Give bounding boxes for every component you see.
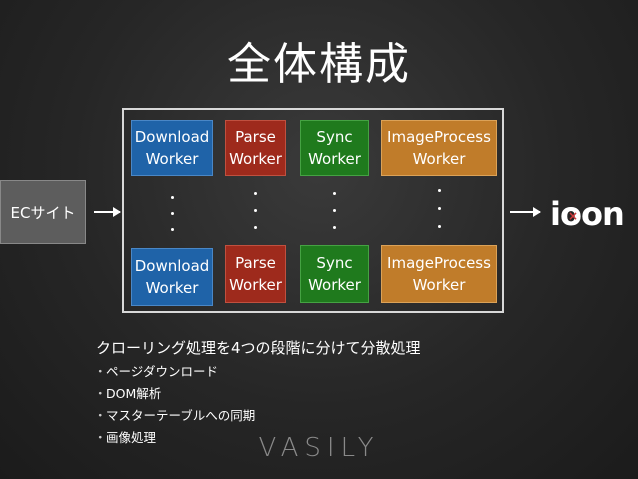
bullet-list: ・ページダウンロード ・DOM解析 ・マスターテーブルへの同期 ・画像処理 — [94, 361, 255, 449]
ellipsis-dot — [438, 225, 441, 228]
list-item-text: マスターテーブルへの同期 — [106, 408, 256, 423]
image-worker-label: ImageProcess — [387, 254, 491, 272]
parse-worker-label: Parse — [235, 128, 276, 146]
ellipsis-dot — [171, 196, 174, 199]
image-worker-label: ImageProcess — [387, 128, 491, 146]
download-worker-sublabel: Worker — [145, 279, 199, 297]
logo-x-mark: × — [568, 209, 578, 223]
download-worker-label: Download — [134, 128, 210, 146]
list-item-text: 画像処理 — [106, 430, 157, 445]
download-worker-top: Download Worker — [131, 120, 213, 176]
sync-worker-sublabel: Worker — [308, 150, 361, 168]
list-item: ・画像処理 — [94, 427, 255, 449]
list-item: ・マスターテーブルへの同期 — [94, 405, 255, 427]
slide-title: 全体構成 — [227, 39, 411, 90]
ec-site-label: ECサイト — [10, 203, 76, 222]
ec-site-source-box: ECサイト — [0, 180, 86, 244]
logo-text: ioon — [550, 195, 625, 233]
sync-worker-label: Sync — [316, 254, 353, 272]
parse-worker-top: Parse Worker — [225, 120, 286, 176]
bullet-marker: ・ — [94, 386, 107, 401]
ellipsis-dot — [438, 207, 441, 210]
ellipsis-dot — [438, 189, 441, 192]
description-text: クローリング処理を4つの段階に分けて分散処理 — [96, 339, 421, 357]
download-worker-label: Download — [134, 257, 210, 275]
sync-worker-label: Sync — [316, 128, 353, 146]
ellipsis-dot — [171, 228, 174, 231]
sync-worker-bottom: Sync Worker — [300, 245, 369, 303]
download-worker-sublabel: Worker — [145, 150, 199, 168]
parse-worker-label: Parse — [235, 254, 276, 272]
list-item: ・DOM解析 — [94, 383, 255, 405]
parse-worker-sublabel: Worker — [229, 276, 282, 294]
bullet-marker: ・ — [94, 408, 107, 423]
list-item-text: ページダウンロード — [106, 364, 219, 379]
image-worker-bottom: ImageProcess Worker — [381, 245, 497, 303]
output-arrow-icon — [510, 207, 541, 217]
list-item: ・ページダウンロード — [94, 361, 255, 383]
download-worker-bottom: Download Worker — [131, 248, 213, 306]
image-worker-sublabel: Worker — [412, 276, 466, 294]
list-item-text: DOM解析 — [106, 386, 162, 401]
vasily-brand-logo: VASILY — [258, 433, 380, 463]
bullet-marker: ・ — [94, 430, 107, 445]
sync-worker-sublabel: Worker — [308, 276, 361, 294]
ellipsis-dot — [333, 192, 336, 195]
sync-worker-top: Sync Worker — [300, 120, 369, 176]
ellipsis-dot — [171, 212, 174, 215]
ellipsis-dot — [254, 209, 257, 212]
parse-worker-bottom: Parse Worker — [225, 245, 286, 303]
image-worker-sublabel: Worker — [412, 150, 466, 168]
bullet-marker: ・ — [94, 364, 107, 379]
ellipsis-dot — [333, 209, 336, 212]
ellipsis-dot — [254, 226, 257, 229]
ellipsis-dot — [333, 226, 336, 229]
image-worker-top: ImageProcess Worker — [381, 120, 497, 176]
parse-worker-sublabel: Worker — [229, 150, 282, 168]
ioon-logo: ioon × — [550, 195, 625, 233]
ellipsis-dot — [254, 192, 257, 195]
input-arrow-icon — [94, 207, 121, 217]
worker-cluster-frame — [122, 108, 504, 313]
